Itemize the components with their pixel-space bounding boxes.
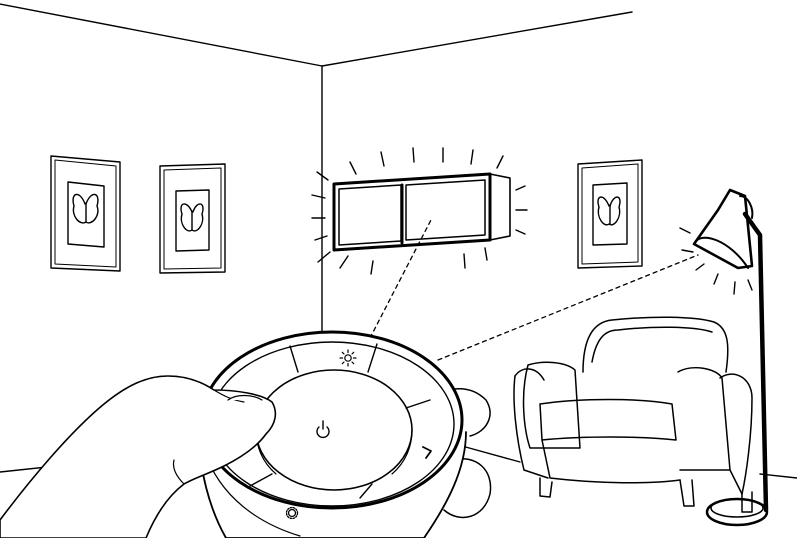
wall-light-rays — [311, 147, 528, 275]
remote-control — [198, 330, 467, 538]
floor-lamp-rays — [679, 227, 753, 295]
wall-light-panel-icon — [332, 172, 511, 252]
brightness-down-icon[interactable] — [285, 506, 299, 520]
signal-pointer-lines — [369, 217, 699, 361]
armchair-illustration — [513, 316, 753, 513]
picture-frame-middle — [159, 163, 226, 274]
hand-thumb — [0, 375, 277, 538]
picture-frame-left — [50, 155, 121, 272]
butterfly-icon — [597, 196, 621, 226]
chevron-right-icon[interactable] — [422, 446, 432, 459]
picture-frame-right — [577, 159, 643, 269]
floor-lamp-icon — [692, 188, 769, 527]
power-icon[interactable] — [316, 420, 330, 439]
brightness-up-icon[interactable] — [339, 349, 357, 367]
